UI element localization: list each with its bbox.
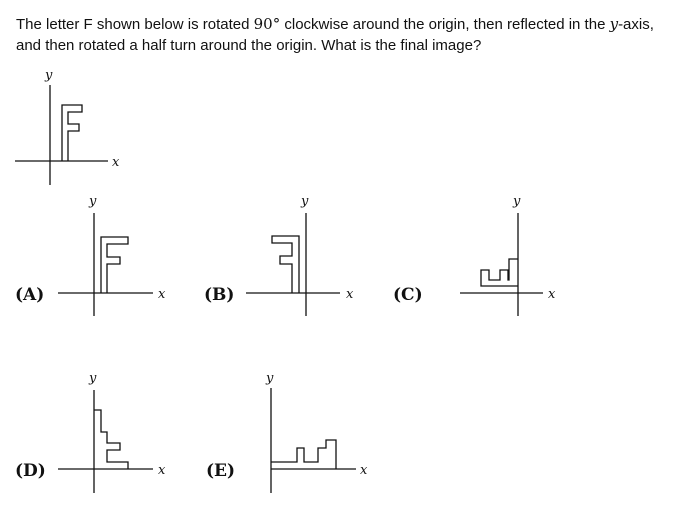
question-part1: The letter F shown below is rotated bbox=[16, 16, 254, 33]
option-e[interactable]: (E) y x bbox=[206, 371, 368, 493]
option-a[interactable]: (A) y x bbox=[15, 194, 166, 316]
option-b-x-label: x bbox=[346, 287, 354, 302]
option-a-shape bbox=[100, 236, 129, 293]
option-c-label: (C) bbox=[393, 285, 423, 305]
question-part3: -axis, and then rotated a half turn arou… bbox=[16, 16, 654, 54]
option-d-shape bbox=[94, 409, 129, 469]
option-e-label: (E) bbox=[206, 461, 235, 481]
option-d[interactable]: (D) y x bbox=[15, 371, 166, 493]
option-a-label: (A) bbox=[15, 285, 44, 305]
option-d-y-label: y bbox=[88, 371, 97, 386]
option-a-y-label: y bbox=[88, 194, 97, 209]
option-d-x-label: x bbox=[158, 463, 166, 478]
option-c-y-label: y bbox=[512, 194, 521, 209]
option-c[interactable]: (C) y x bbox=[393, 194, 556, 316]
option-b[interactable]: (B) y x bbox=[204, 194, 354, 316]
option-b-shape bbox=[271, 235, 300, 293]
question-part2: clockwise around the origin, then reflec… bbox=[280, 16, 610, 33]
option-e-shape bbox=[271, 439, 337, 469]
original-f-shape bbox=[61, 104, 83, 161]
option-b-y-label: y bbox=[300, 194, 309, 209]
option-d-label: (D) bbox=[15, 461, 46, 481]
question-degrees: 90° bbox=[253, 15, 281, 33]
option-b-label: (B) bbox=[204, 285, 234, 305]
option-e-y-label: y bbox=[265, 371, 274, 386]
original-y-label: y bbox=[44, 68, 53, 83]
option-c-shape bbox=[480, 258, 518, 287]
original-x-label: x bbox=[112, 155, 120, 170]
question-axis-var: y bbox=[609, 15, 619, 33]
option-c-x-label: x bbox=[548, 287, 556, 302]
original-figure: y x bbox=[15, 68, 120, 185]
option-e-x-label: x bbox=[360, 463, 368, 478]
question-text: The letter F shown below is rotated 90° … bbox=[16, 14, 681, 56]
option-a-x-label: x bbox=[158, 287, 166, 302]
